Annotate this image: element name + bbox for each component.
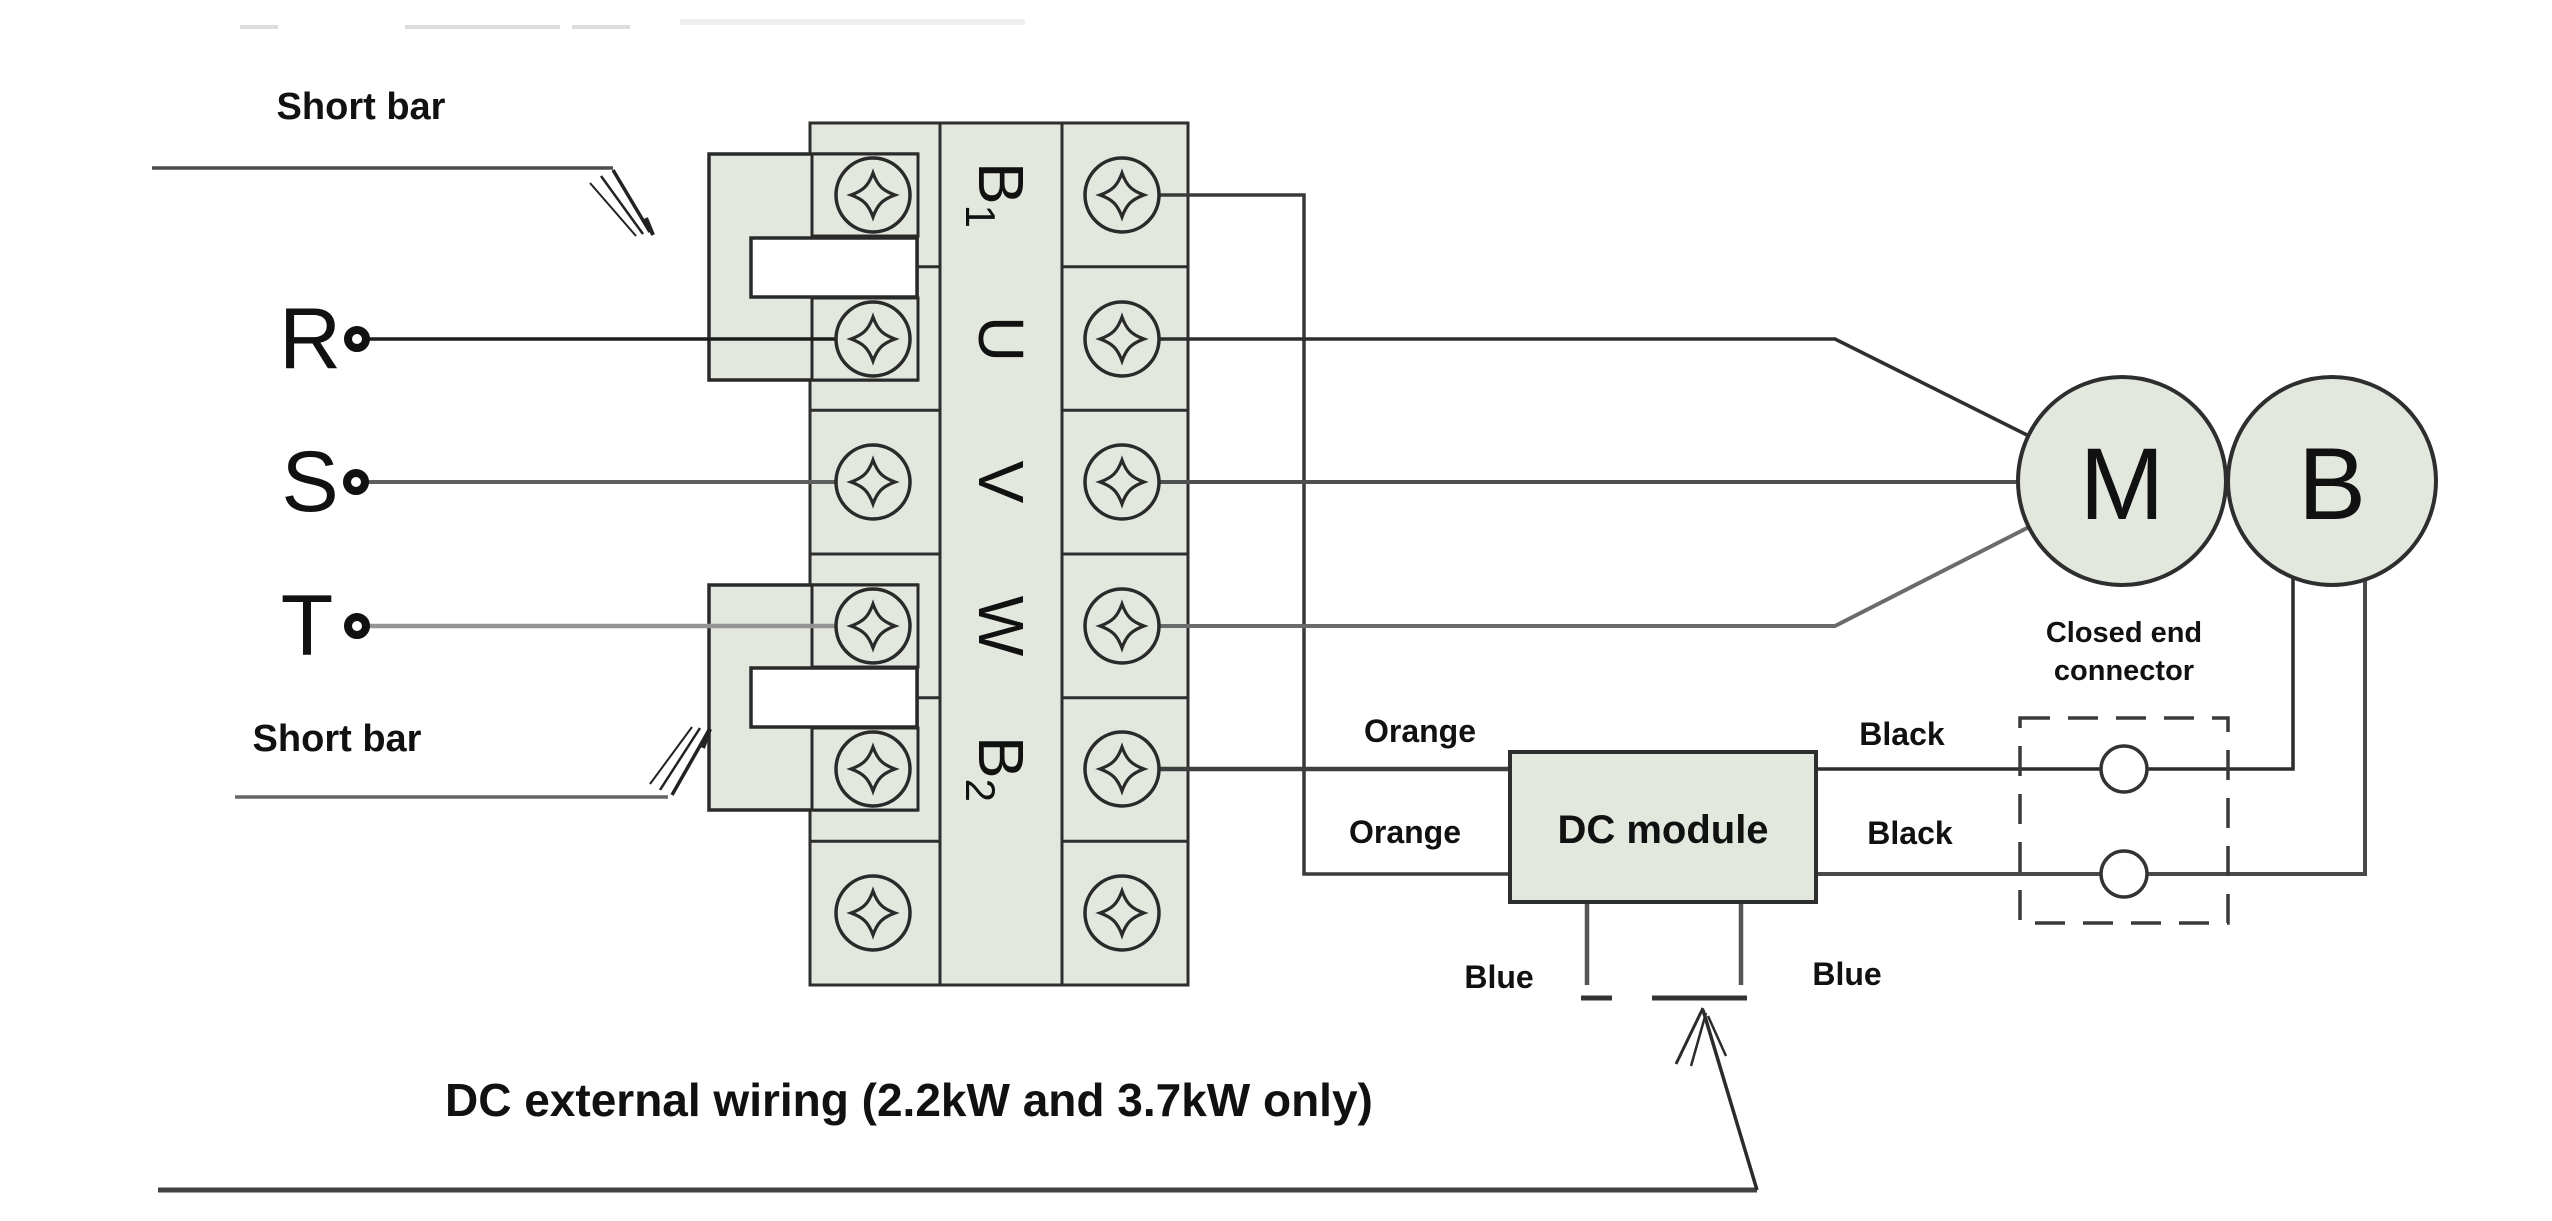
input-label-s: S (281, 434, 338, 530)
wire-black-top (1816, 577, 2295, 771)
wire-u-to-motor (1122, 337, 2030, 438)
terminal-label-b1: B1 (958, 162, 1038, 228)
screw-icon (834, 874, 912, 952)
screw-icon (1083, 587, 1161, 665)
short-bar-top-leader (152, 166, 655, 237)
wire-black-bottom (1816, 580, 2367, 876)
terminal-label-u: U (965, 316, 1037, 362)
black-bottom-label: Black (1867, 815, 1953, 851)
blue-left-label: Blue (1464, 959, 1533, 995)
wire-b1-to-dc-module (1122, 193, 1510, 876)
screw-icon (1083, 730, 1161, 808)
terminal-block-label-column (938, 121, 1064, 987)
terminal-dot-t (344, 613, 370, 639)
screw-icon (834, 443, 912, 521)
brake-label: B (2298, 427, 2366, 541)
diagram-caption: DC external wiring (2.2kW and 3.7kW only… (445, 1074, 1373, 1126)
black-top-label: Black (1859, 716, 1945, 752)
wire-w-to-motor (1122, 525, 2030, 628)
closed-end-connector-label-line2: connector (2054, 655, 2194, 687)
short-bar-bottom-label: Short bar (253, 718, 422, 760)
orange-bottom-label: Orange (1349, 814, 1461, 850)
terminal-label-b2: B2 (958, 736, 1038, 802)
short-bar-bottom-slot (749, 666, 919, 729)
brake-circle (2226, 375, 2438, 587)
screw-icon (834, 300, 912, 378)
closed-end-connector-label-line1: Closed end (2046, 617, 2202, 649)
screw-icon (834, 156, 912, 234)
orange-top-label: Orange (1364, 713, 1476, 749)
input-phase-labels: R S T (279, 291, 341, 674)
dc-wiring-arrow (1674, 1007, 1759, 1191)
wire-color-labels: Orange Orange Black Black Blue Blue (1349, 713, 1953, 995)
closed-end-connector-terminal (2099, 744, 2149, 794)
wires (158, 193, 2367, 1193)
terminal-dot-s (343, 469, 369, 495)
screw-icon (1083, 443, 1161, 521)
screw-icon (1083, 300, 1161, 378)
blue-right-label: Blue (1812, 956, 1881, 992)
screw-icon (834, 587, 912, 665)
terminal-dot-r (344, 326, 370, 352)
dc-module-box (1508, 750, 1818, 904)
dc-module-label: DC module (1557, 808, 1768, 852)
short-bar-top-slot (749, 236, 919, 299)
screw-icon (834, 730, 912, 808)
closed-end-connector-box (2018, 716, 2230, 925)
short-bar-bottom-leader (235, 726, 712, 799)
input-label-t: T (281, 578, 334, 674)
closed-end-connector (2018, 716, 2230, 925)
terminal-labels: B1 U V W B2 (958, 162, 1038, 802)
input-label-r: R (279, 291, 341, 387)
motor-label: M (2080, 427, 2165, 541)
screw-icon (1083, 156, 1161, 234)
closed-end-connector-terminal (2099, 849, 2149, 899)
top-edge-artifact (240, 19, 1025, 29)
terminal-label-v: V (965, 461, 1037, 504)
terminal-label-w: W (965, 596, 1037, 657)
input-terminal-dots (343, 326, 370, 639)
short-bar-top-label: Short bar (277, 86, 446, 128)
screw-icon (1083, 874, 1161, 952)
